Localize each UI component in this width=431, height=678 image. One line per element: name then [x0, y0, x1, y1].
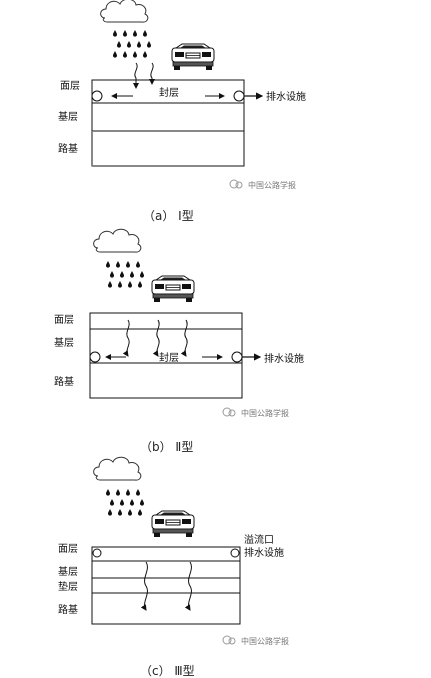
pavement-structure [91, 79, 245, 167]
caption-a: （a） Ⅰ型 [143, 209, 194, 223]
rain-icon [106, 261, 144, 288]
label-cushion-layer: 垫层 [58, 580, 78, 593]
label-drainage: 排水设施 [264, 352, 304, 365]
label-surface-layer: 面层 [54, 314, 74, 326]
rain-icon [106, 489, 144, 516]
label-drainage: 排水设施 [266, 90, 306, 103]
drain-pipe-left [91, 90, 103, 102]
label-subgrade: 路基 [58, 603, 78, 616]
overflow-outlet-right [230, 548, 240, 558]
watermark-icon [222, 407, 236, 417]
watermark-icon [229, 179, 243, 189]
caption-b: （b） Ⅱ型 [140, 440, 193, 454]
pavement-structure [89, 312, 243, 399]
label-subgrade: 路基 [54, 375, 74, 388]
label-base-layer: 基层 [54, 336, 74, 349]
car-icon [151, 275, 195, 303]
pavement-structure [91, 546, 241, 625]
label-surface-layer: 面层 [60, 80, 80, 92]
drain-pipe-left [89, 351, 101, 363]
watermark-icon [222, 635, 236, 645]
car-icon [151, 510, 195, 538]
diagram-type-3: 面层 基层 垫层 路基 溢流口 排水设施 中国公路学报 （c） Ⅲ型 [58, 456, 289, 678]
caption-c: （c） Ⅲ型 [140, 664, 195, 678]
diagram-type-1: 面层 基层 路基 封层 排水设施 中国公路学报 （a） Ⅰ型 [58, 0, 306, 223]
label-overflow-outlet: 溢流口 [244, 533, 274, 546]
label-subgrade: 路基 [58, 142, 78, 155]
diagram-type-2: 面层 基层 路基 封层 排水设施 中国公路学报 （b） Ⅱ型 [54, 228, 304, 454]
car-icon [171, 43, 215, 71]
watermark: 中国公路学报 [241, 408, 289, 418]
watermark: 中国公路学报 [248, 180, 296, 190]
cloud-icon [93, 456, 142, 481]
cloud-icon [100, 0, 149, 23]
cloud-icon [93, 228, 142, 253]
label-surface-layer: 面层 [58, 543, 78, 555]
drain-pipe-right [233, 90, 245, 102]
label-base-layer: 基层 [58, 110, 78, 123]
watermark: 中国公路学报 [241, 636, 289, 646]
label-seal-layer: 封层 [159, 86, 179, 99]
drain-pipe-right [231, 351, 243, 363]
label-base-layer: 基层 [58, 565, 78, 578]
label-drainage: 排水设施 [244, 546, 284, 559]
label-seal-layer: 封层 [159, 351, 179, 364]
overflow-outlet-left [92, 548, 102, 558]
rain-icon [113, 30, 151, 58]
